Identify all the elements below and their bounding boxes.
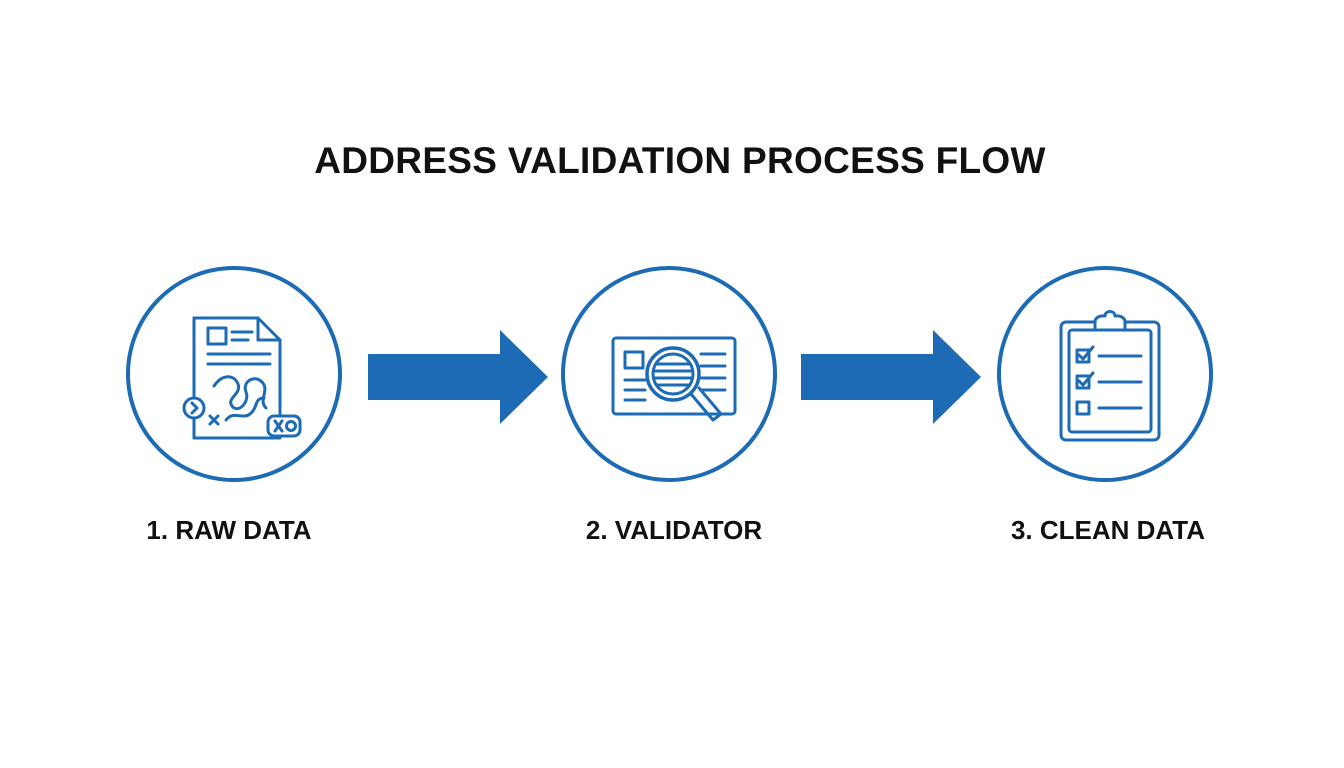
step-clean-data-node — [997, 266, 1213, 482]
step-1-label: 1. RAW DATA — [146, 515, 312, 545]
arrow-right-icon — [368, 330, 548, 424]
step-raw-data-node — [126, 266, 342, 482]
diagram-title: ADDRESS VALIDATION PROCESS FLOW — [314, 140, 1046, 181]
arrow-right-icon — [801, 330, 981, 424]
magnifier-inspect-card-icon — [611, 336, 737, 422]
messy-document-icon — [182, 316, 302, 440]
clipboard-checklist-icon — [1059, 310, 1161, 442]
step-validator-node — [561, 266, 777, 482]
step-3-label: 3. CLEAN DATA — [1010, 515, 1206, 545]
step-2-label: 2. VALIDATOR — [585, 515, 763, 545]
